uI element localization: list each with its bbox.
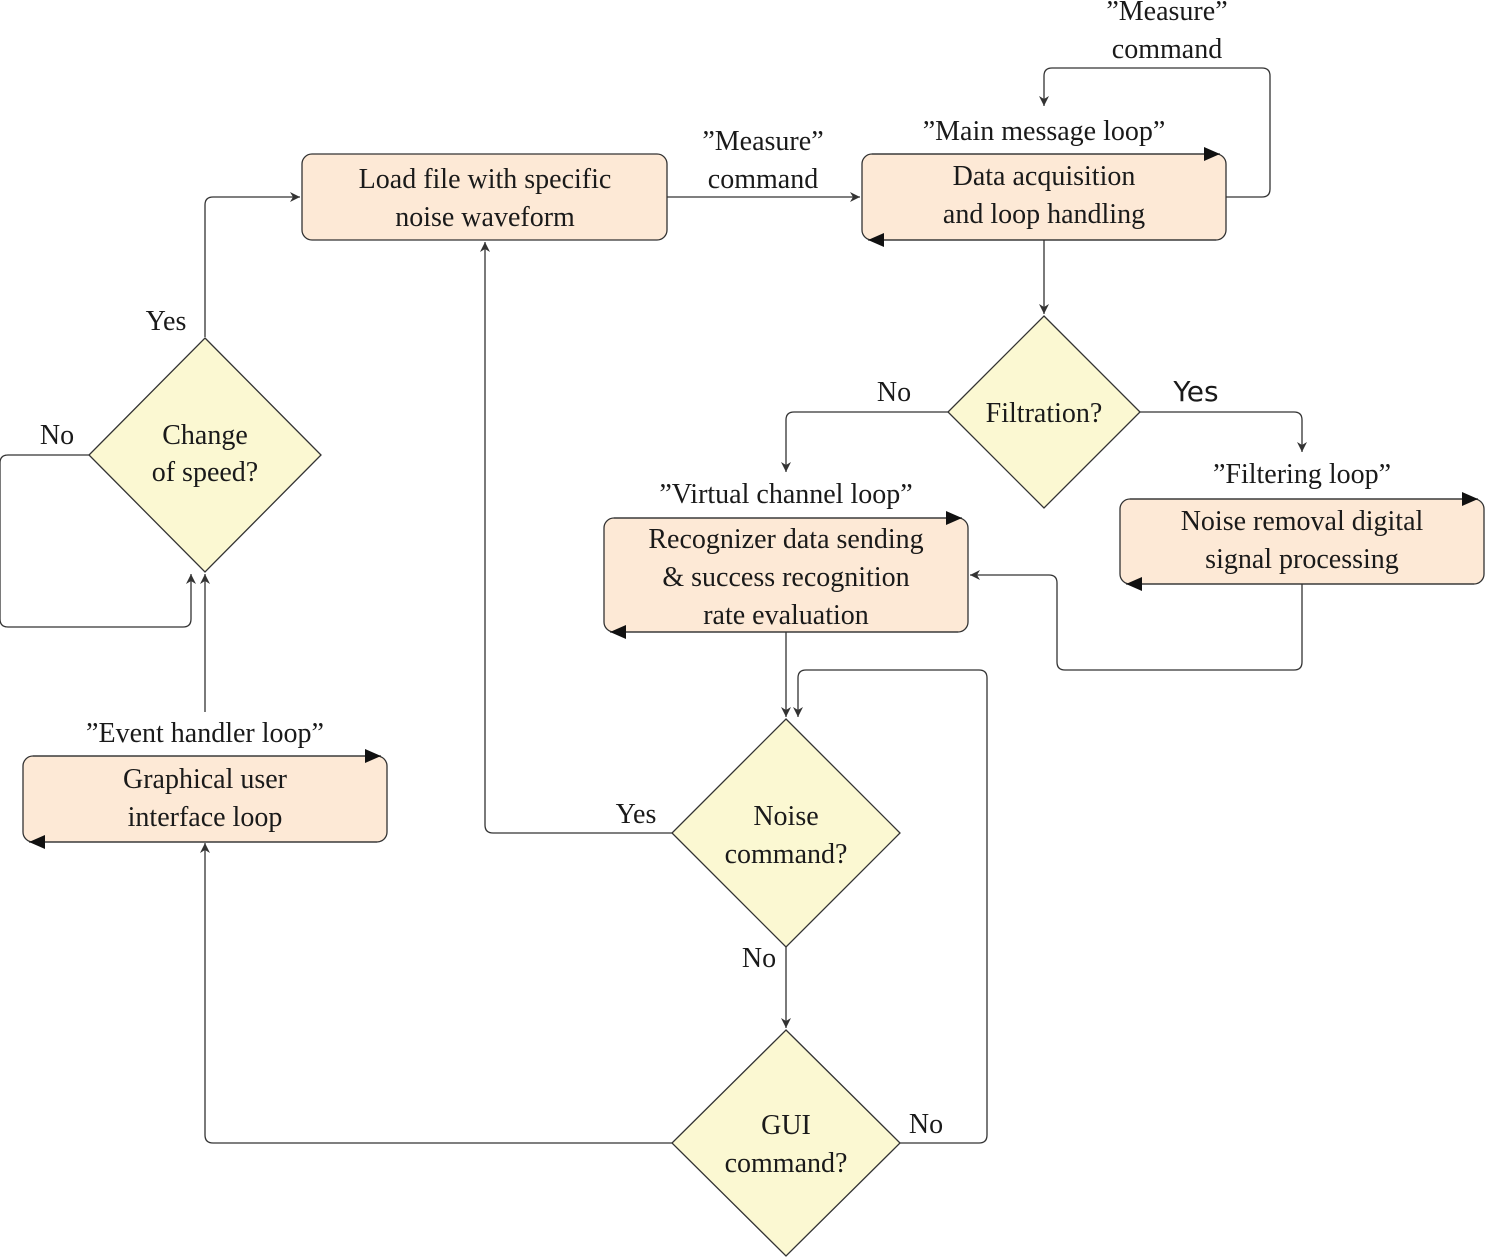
change-speed-line2: of speed? (152, 457, 259, 488)
filtration-no-label: No (877, 377, 911, 408)
node-virtual-channel: ”Virtual channel loop” Recognizer data s… (603, 479, 969, 639)
measure-mid-label-1: ”Measure” (702, 126, 823, 157)
data-acq-line1: Data acquisition (953, 161, 1136, 192)
noise-command-diamond (671, 718, 901, 948)
gui-loop-line1: Graphical user (123, 764, 288, 795)
virtual-channel-line3: rate evaluation (703, 600, 869, 631)
filtration-yes-label: Yes (1172, 375, 1218, 408)
gui-no-label: No (909, 1109, 943, 1140)
virtual-channel-caption: ”Virtual channel loop” (659, 479, 912, 510)
change-speed-diamond (88, 337, 322, 573)
virtual-channel-line2: & success recognition (662, 562, 909, 593)
measure-mid-label-2: command (708, 164, 818, 195)
noise-command-line1: Noise (753, 801, 818, 832)
node-data-acquisition: ”Main message loop” Data acquisition and… (861, 116, 1227, 247)
edge-filtration-yes (1140, 411, 1307, 452)
filtration-diamond (947, 315, 1141, 509)
node-filtering: ”Filtering loop” Noise removal digital s… (1119, 459, 1485, 591)
filtering-line2: signal processing (1205, 544, 1399, 575)
filtration-label: Filtration? (986, 398, 1103, 429)
edge-gui-yes-to-guiloop (200, 843, 672, 1144)
gui-command-line2: command? (725, 1148, 848, 1179)
node-noise-command: Noise command? (671, 718, 901, 948)
load-file-line2: noise waveform (395, 202, 575, 233)
edges (0, 67, 1307, 1144)
virtual-channel-line1: Recognizer data sending (648, 524, 923, 555)
edge-dataacq-self-loop (1039, 67, 1271, 198)
change-speed-line1: Change (162, 420, 248, 451)
node-gui-loop: ”Event handler loop” Graphical user inte… (22, 718, 388, 849)
speed-yes-label: Yes (146, 306, 187, 337)
edge-filtering-to-virtual (970, 570, 1303, 671)
node-gui-command: GUI command? (671, 1029, 901, 1257)
node-change-speed: Change of speed? (88, 337, 322, 573)
measure-top-label-2: command (1112, 34, 1222, 65)
gui-loop-caption: ”Event handler loop” (86, 718, 324, 749)
noise-yes-label: Yes (616, 799, 657, 830)
noise-command-line2: command? (725, 839, 848, 870)
speed-no-label: No (40, 420, 74, 451)
node-filtration: Filtration? (947, 315, 1141, 509)
node-load-file: Load file with specific noise waveform (301, 153, 668, 241)
edge-filtration-no (781, 411, 948, 472)
load-file-line1: Load file with specific (359, 164, 612, 195)
edge-speed-no (0, 454, 196, 628)
noise-no-label: No (742, 943, 776, 974)
load-file-box (301, 153, 668, 241)
edge-gui-no (793, 669, 988, 1144)
measure-top-label-1: ”Measure” (1106, 0, 1227, 27)
data-acq-caption: ”Main message loop” (923, 116, 1166, 147)
filtering-line1: Noise removal digital (1181, 506, 1424, 537)
edge-labels: ”Measure” command ”Measure” command Yes … (40, 0, 1228, 1140)
gui-command-line1: GUI (761, 1110, 811, 1141)
gui-command-diamond (671, 1029, 901, 1257)
edge-noise-yes (480, 242, 672, 834)
data-acq-line2: and loop handling (943, 199, 1145, 230)
edge-speed-yes (204, 192, 300, 337)
filtering-caption: ”Filtering loop” (1213, 459, 1391, 490)
gui-loop-line2: interface loop (128, 802, 283, 833)
